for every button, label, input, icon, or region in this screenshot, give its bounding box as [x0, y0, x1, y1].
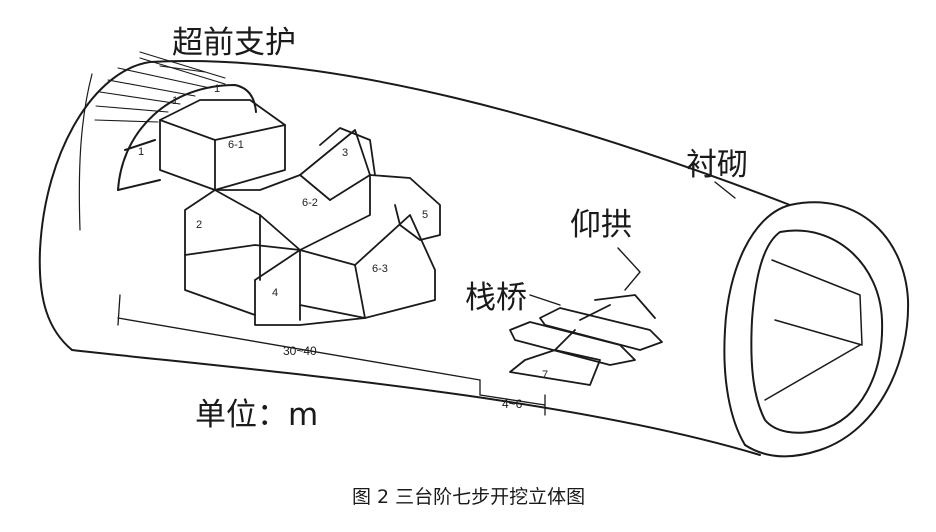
tunnel-shell: [38, 60, 791, 456]
block-label-4: 4: [272, 287, 278, 299]
trestle-bridge: [509, 294, 663, 386]
figure-caption: 图 2 三台阶七步开挖立体图: [352, 486, 586, 508]
block-label-3: 3: [342, 147, 348, 159]
label-invert: 仰拱: [570, 207, 632, 243]
block-label-6-1: 6-1: [228, 139, 244, 151]
excavation-blocks: [159, 99, 441, 326]
label-lining: 衬砌: [686, 147, 748, 183]
advance-support-hatch: [94, 51, 226, 123]
label-advance-support: 超前支护: [172, 25, 296, 61]
block-label-6-2: 6-2: [302, 197, 318, 209]
excavation-face: [117, 84, 257, 191]
label-trestle: 栈桥: [465, 280, 527, 316]
dimension-main: 30~40: [283, 344, 317, 358]
lining-ring: [723, 201, 910, 458]
block-label-1c: 1: [138, 146, 144, 158]
block-label-6-3: 6-3: [372, 263, 388, 275]
label-unit: 单位：m: [195, 397, 319, 433]
block-label-7: 7: [542, 369, 548, 381]
block-label-2: 2: [196, 219, 202, 231]
block-label-1a: 1: [172, 95, 178, 107]
dimension-lines: [117, 294, 546, 416]
dimension-short: 4~6: [502, 397, 523, 411]
block-label-1b: 1: [214, 83, 220, 95]
leader-lines: [529, 181, 736, 306]
block-label-5: 5: [422, 209, 428, 221]
